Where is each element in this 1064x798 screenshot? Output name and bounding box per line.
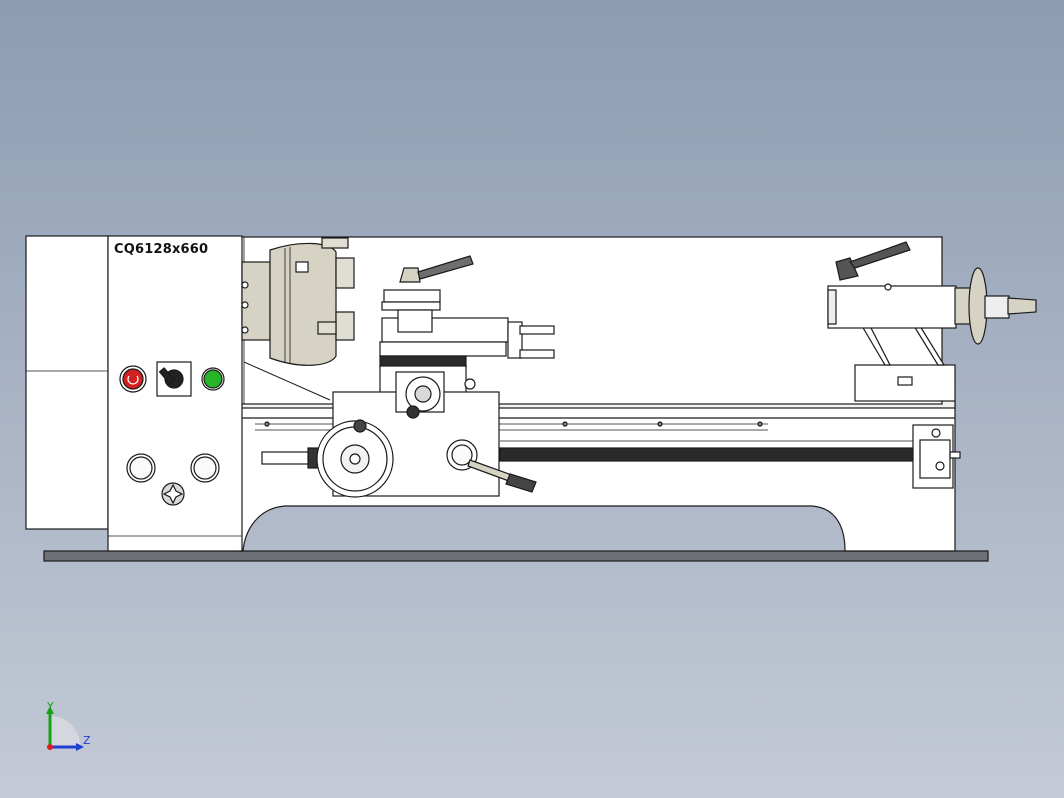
carriage-lever[interactable]	[446, 439, 537, 493]
tool-post	[379, 255, 555, 369]
tailstock	[827, 241, 1037, 402]
chuck	[241, 237, 355, 366]
start-button-icon[interactable]	[201, 367, 225, 391]
gearbox-cover	[25, 235, 109, 530]
rotary-switch-icon[interactable]	[156, 361, 192, 397]
headstock	[239, 236, 943, 405]
axis-triad-icon	[46, 706, 84, 751]
triad-y-label: Y	[47, 700, 54, 713]
emergency-stop-icon[interactable]	[119, 365, 147, 393]
triad-z-label: Z	[83, 734, 91, 747]
feed-knob-icon[interactable]	[161, 482, 185, 506]
handwheel-icon[interactable]	[261, 419, 394, 498]
model-label: CQ6128x660	[114, 242, 209, 257]
base-plate	[43, 550, 989, 562]
lead-screw	[499, 447, 921, 462]
